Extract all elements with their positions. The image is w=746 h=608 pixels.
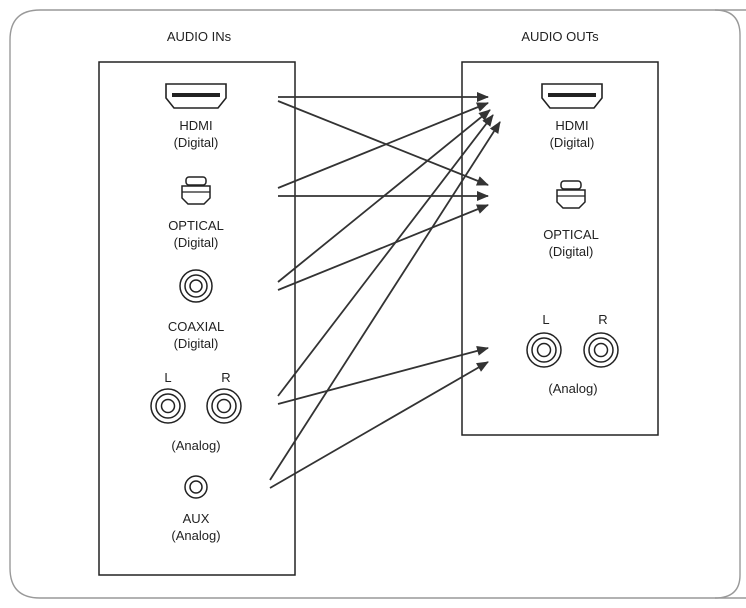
port-name: HDMI — [179, 118, 213, 133]
coaxial-jack-icon — [179, 269, 213, 303]
rca-jack-icon — [150, 388, 242, 424]
port-name: HDMI — [555, 118, 589, 133]
hdmi-port-icon — [165, 83, 227, 109]
port-type: (Analog) — [171, 528, 221, 543]
audio-outs-panel — [461, 61, 659, 436]
port-type: (Digital) — [173, 135, 219, 150]
route-arrow — [277, 204, 489, 291]
input-optical-label: OPTICAL (Digital) — [168, 217, 224, 251]
input-analog-right-label: R — [221, 370, 231, 385]
route-arrow — [277, 102, 489, 189]
rca-jack-icon — [526, 332, 619, 368]
port-type: (Digital) — [549, 135, 595, 150]
port-name: OPTICAL — [543, 227, 599, 242]
port-type: (Digital) — [173, 336, 219, 351]
route-arrow — [269, 361, 489, 489]
input-analog-left-label: L — [164, 370, 172, 385]
audio-ins-panel — [98, 61, 296, 576]
port-type: (Digital) — [548, 244, 594, 259]
route-arrow — [277, 100, 489, 186]
audio-outs-title: AUDIO OUTs — [521, 29, 599, 44]
port-name: COAXIAL — [167, 319, 225, 334]
port-name: OPTICAL — [168, 218, 224, 233]
route-arrow — [277, 109, 491, 283]
audio-ins-title: AUDIO INs — [166, 29, 232, 44]
input-coaxial-label: COAXIAL (Digital) — [168, 318, 224, 352]
optical-port-icon — [181, 176, 211, 205]
output-hdmi-label: HDMI (Digital) — [550, 117, 595, 151]
route-arrow — [277, 114, 494, 397]
route-arrow — [269, 121, 501, 481]
hdmi-port-icon — [541, 83, 603, 109]
port-type: (Digital) — [173, 235, 219, 250]
route-arrow — [277, 346, 489, 405]
optical-port-icon — [556, 180, 586, 209]
aux-jack-icon — [184, 475, 208, 499]
output-analog-type-label: (Analog) — [548, 381, 598, 396]
output-analog-right-label: R — [598, 312, 608, 327]
output-analog-left-label: L — [542, 312, 550, 327]
port-name: AUX — [182, 511, 210, 526]
input-aux-label: AUX (Analog) — [171, 510, 220, 544]
input-hdmi-label: HDMI (Digital) — [174, 117, 219, 151]
output-optical-label: OPTICAL (Digital) — [543, 226, 599, 260]
input-analog-type-label: (Analog) — [171, 438, 221, 453]
